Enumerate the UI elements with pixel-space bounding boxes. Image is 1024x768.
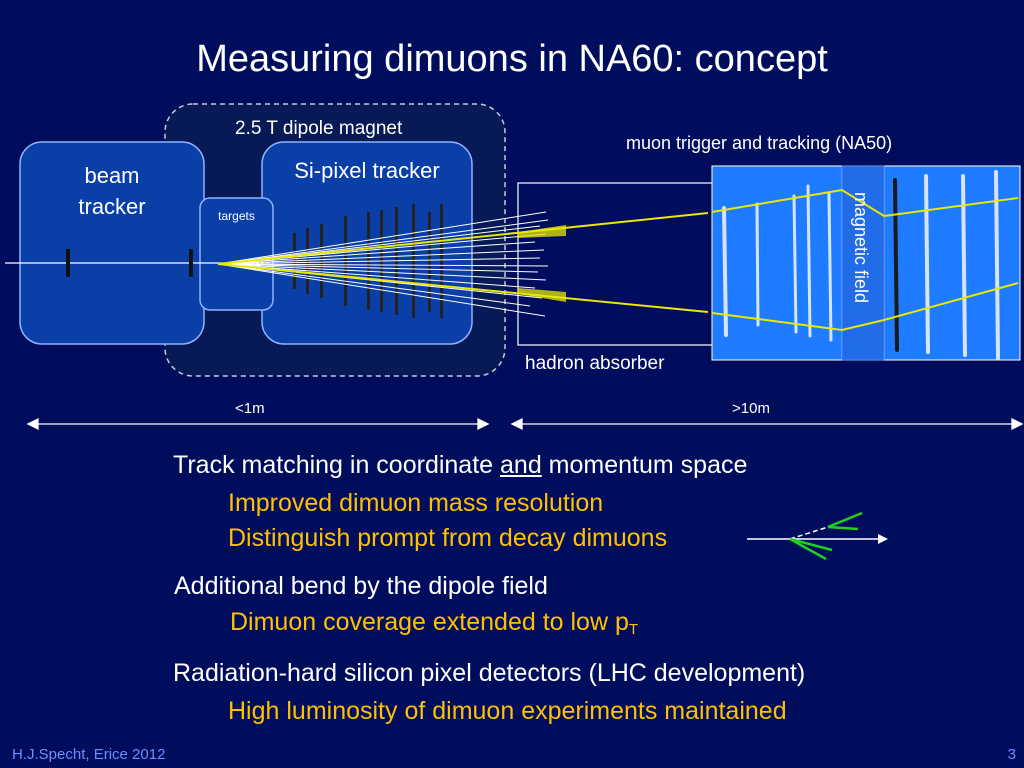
dipole-magnet-label: 2.5 T dipole magnet xyxy=(235,118,403,139)
scale-arrows xyxy=(26,417,1024,431)
decay-topology xyxy=(747,511,888,561)
hadron-absorber-label: hadron absorber xyxy=(525,353,665,374)
bullet-1-sub-2: Distinguish prompt from decay dimuons xyxy=(228,524,668,552)
scale-long-label: >10m xyxy=(732,400,770,417)
detector-diagram xyxy=(5,103,1024,431)
hadron-absorber xyxy=(517,182,719,346)
bullet-1-sub-1: Improved dimuon mass resolution xyxy=(228,489,604,517)
muon-tracks xyxy=(217,188,1019,332)
bullet-2: Additional bend by the dipole field xyxy=(174,572,548,600)
bullet-1: Track matching in coordinate and momentu… xyxy=(173,451,748,479)
page-number: 3 xyxy=(1007,746,1016,763)
slide-title: Measuring dimuons in NA60: concept xyxy=(196,38,828,80)
si-pixel-tracker-label: Si-pixel tracker xyxy=(294,158,440,183)
targets-box xyxy=(199,197,274,311)
bullet-2-sub-1: Dimuon coverage extended to low pT xyxy=(230,608,639,638)
hadron-tracks xyxy=(217,211,549,317)
bullet-3: Radiation-hard silicon pixel detectors (… xyxy=(173,659,806,687)
footer-author: H.J.Specht, Erice 2012 xyxy=(12,746,166,763)
muon-trigger-label: muon trigger and tracking (NA50) xyxy=(626,133,893,153)
bullet-3-sub-1: High luminosity of dimuon experiments ma… xyxy=(228,697,787,725)
scale-short-label: <1m xyxy=(235,400,265,417)
beam-tracker-label: beam tracker xyxy=(78,163,146,219)
targets-label: targets xyxy=(218,209,255,223)
magnetic-field-label: magnetic field xyxy=(851,192,871,304)
